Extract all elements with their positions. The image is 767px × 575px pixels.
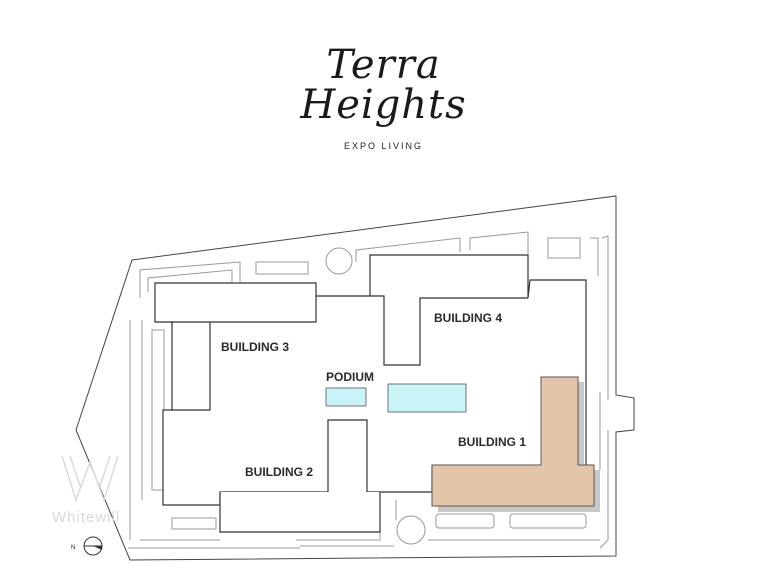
site-boundary (75, 195, 635, 561)
label-building-1: BUILDING 1 (458, 435, 526, 449)
subtitle: EXPO LIVING (343, 141, 424, 151)
watermark-text: Whitewill (52, 509, 120, 526)
building-3-outline (170, 296, 317, 411)
podium-pool-small (325, 387, 367, 407)
podium-pool-large (387, 383, 467, 413)
title-line-2: Heights (300, 82, 467, 128)
label-building-3: BUILDING 3 (221, 340, 289, 354)
watermark-logo (61, 455, 119, 503)
building-4-outline (370, 295, 528, 366)
label-building-4: BUILDING 4 (434, 311, 502, 325)
label-building-2: BUILDING 2 (245, 465, 313, 479)
label-podium: PODIUM (326, 370, 374, 384)
building-1-highlight[interactable] (431, 376, 595, 507)
title-line-1: Terra (326, 42, 441, 88)
north-arrow-icon (83, 536, 103, 556)
building-footprint (154, 254, 587, 506)
north-label: N (71, 545, 75, 551)
building-2-outline (219, 492, 381, 533)
